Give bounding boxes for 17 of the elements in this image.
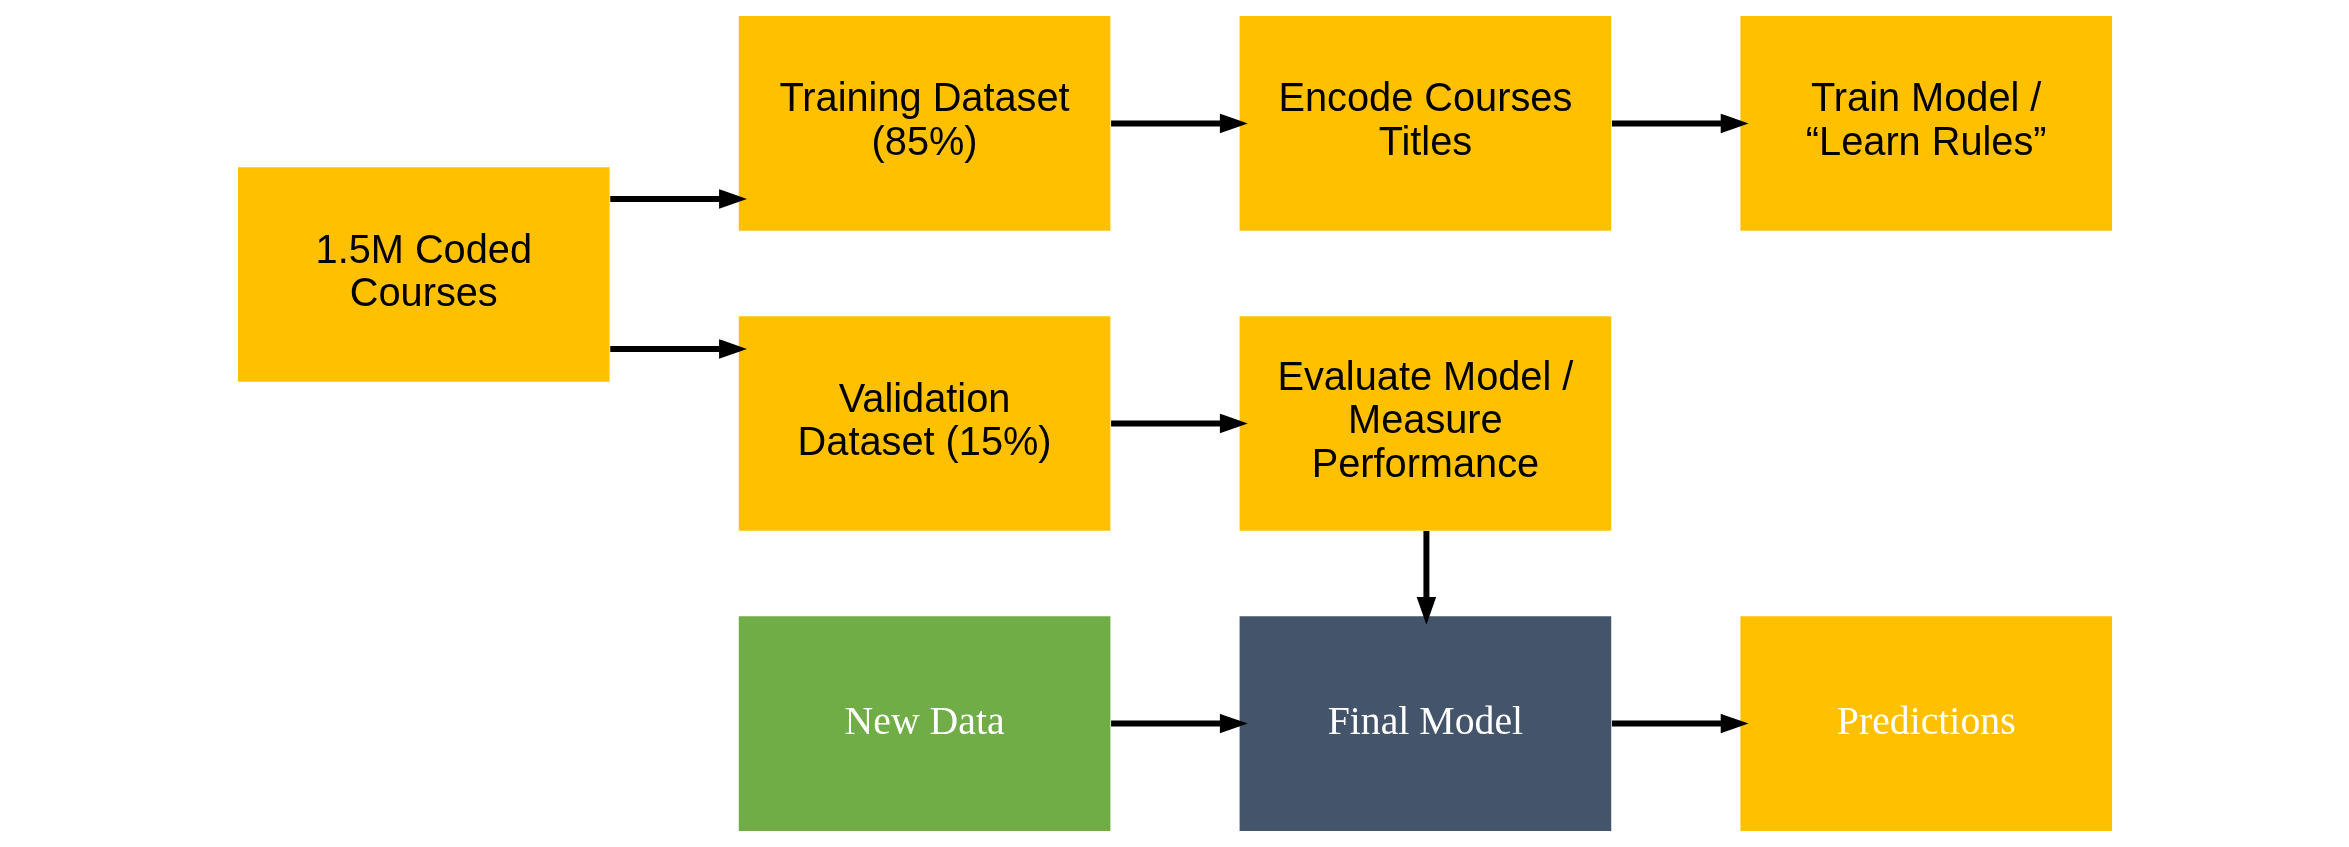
node-box: 1.5M Coded Courses [237,167,610,382]
arrow [1611,113,1749,134]
node-box: Predictions [1739,616,2112,831]
node-box: Training Dataset (85%) [738,16,1110,231]
node-box: Validation Dataset (15%) [738,316,1110,531]
arrow [1611,713,1749,734]
arrow [609,339,747,359]
arrow [1110,713,1248,734]
node-box: New Data [738,616,1110,831]
arrow [1110,413,1248,434]
arrow [1110,113,1248,134]
node-box: Encode Courses Titles [1239,16,1611,231]
node-box: Train Model / “Learn Rules” [1739,16,2112,231]
arrow [609,189,747,209]
arrow [1416,531,1436,625]
node-box: Final Model [1239,616,1611,831]
node-box: Evaluate Model / Measure Performance [1239,316,1611,531]
